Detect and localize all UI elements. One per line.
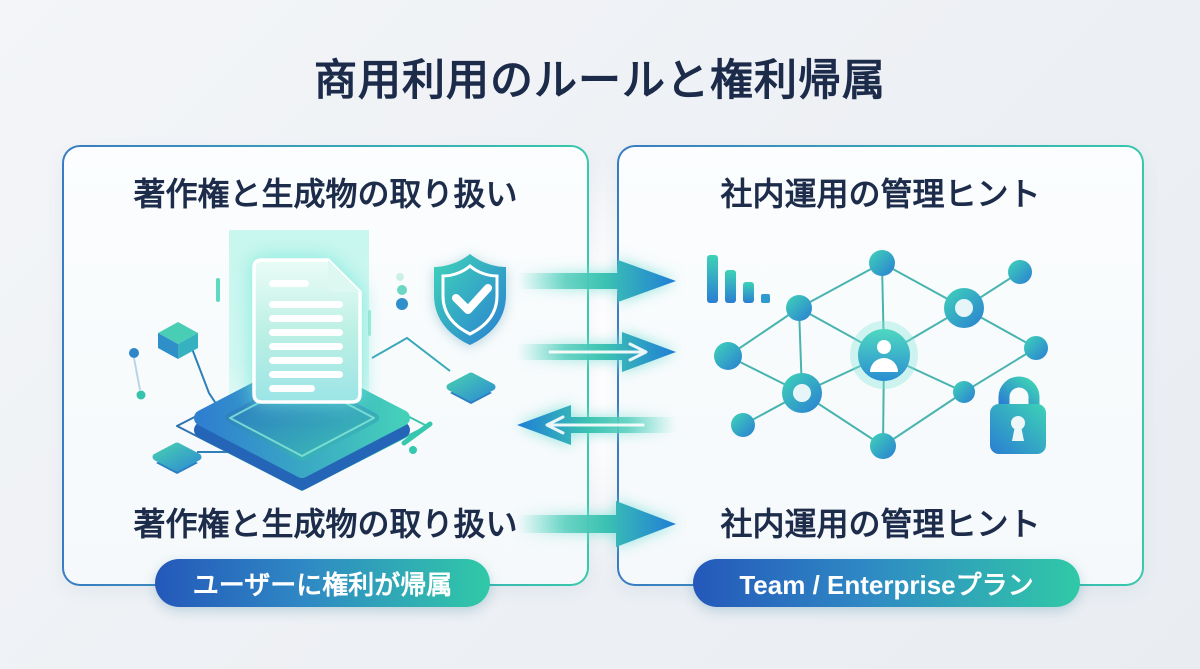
lock-icon: [990, 376, 1046, 454]
left-heading-bottom: 著作権と生成物の取り扱い: [133, 506, 518, 542]
tile-icon-right: [446, 372, 496, 404]
document-icon: [252, 258, 362, 404]
user-node-icon: [850, 321, 918, 389]
arrow-left-3: [517, 405, 675, 445]
checkmark: [452, 284, 492, 314]
arrow-right-4: [518, 501, 676, 547]
tile-icon-bottom: [152, 442, 202, 474]
document-fold: [328, 260, 360, 292]
arrow-right-2: [518, 332, 676, 372]
dot-blue: [129, 348, 139, 358]
copyright-illustration: [129, 230, 506, 491]
network-nodes: [714, 250, 1048, 459]
left-badge: ユーザーに権利が帰属: [155, 559, 490, 607]
arrow-right-1: [518, 260, 676, 302]
shield-check-icon: [434, 254, 506, 345]
page-title: 商用利用のルールと権利帰属: [314, 57, 886, 105]
ring-node-icon: [782, 288, 984, 413]
right-heading-bottom: 社内運用の管理ヒント: [720, 506, 1041, 542]
right-panel: 社内運用の管理ヒント: [617, 145, 1144, 607]
cube-icon: [158, 322, 198, 359]
dot-teal: [136, 390, 146, 400]
network-illustration: [707, 250, 1048, 459]
right-badge: Team / Enterpriseプラン: [693, 559, 1080, 607]
right-heading-top: 社内運用の管理ヒント: [720, 176, 1041, 212]
left-heading-top: 著作権と生成物の取り扱い: [133, 176, 518, 212]
bar-chart-icon: [707, 255, 770, 303]
left-panel: 著作権と生成物の取り扱い: [62, 145, 589, 607]
